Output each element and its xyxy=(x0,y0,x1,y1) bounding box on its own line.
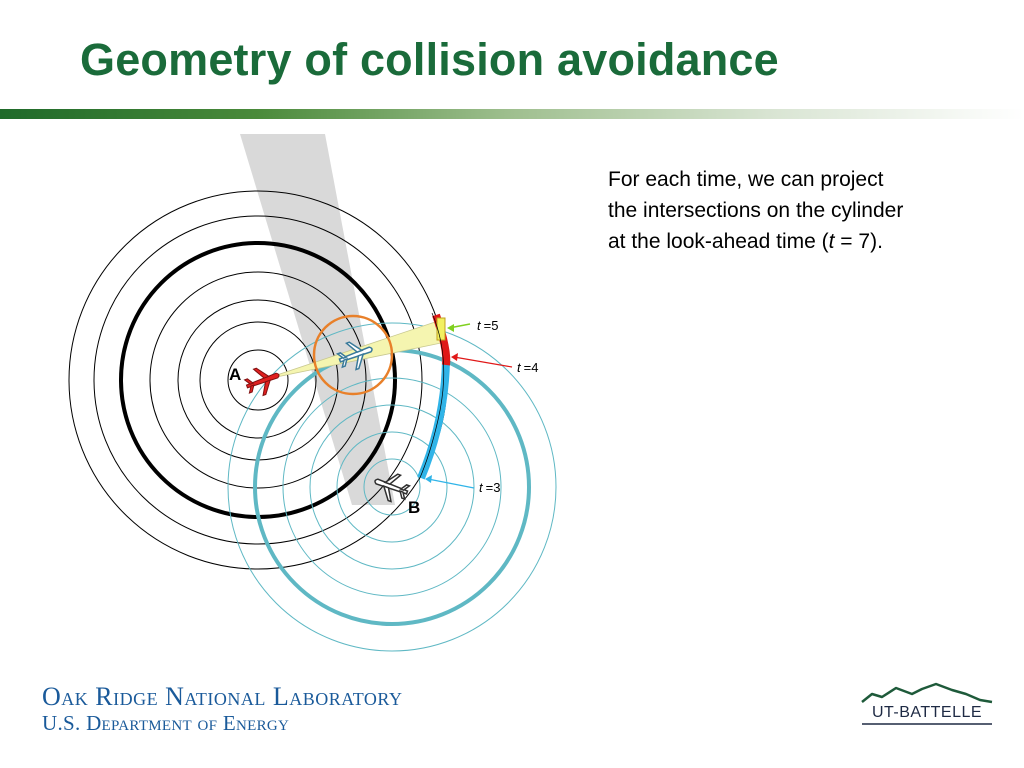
ut-battelle-logo-icon xyxy=(861,682,993,725)
ut-battelle-logo-text: UT-BATTELLE xyxy=(871,704,983,721)
aircraft-a-icon xyxy=(243,367,280,397)
org-name: Oak Ridge National Laboratory xyxy=(42,682,403,711)
department-name: U.S. Department of Energy xyxy=(42,711,290,735)
t4-arrowhead xyxy=(451,353,458,361)
safe-intersection-arc xyxy=(417,359,450,480)
t3-arrowhead xyxy=(425,475,432,483)
explanation-text: For each time, we can project the inters… xyxy=(608,168,904,253)
annotation-t3: t=3 xyxy=(479,480,500,495)
t5-marker xyxy=(436,317,446,341)
t4-pointer xyxy=(453,356,513,368)
t5-arrowhead xyxy=(447,324,454,332)
annotation-t5: t=5 xyxy=(477,318,498,333)
footer-organization: Oak Ridge National Laboratory U.S. Depar… xyxy=(42,684,402,736)
slide-title: Geometry of collision avoidance xyxy=(80,34,779,85)
projected-aircraft-icon xyxy=(335,341,373,371)
flight-path-shadow xyxy=(240,134,395,505)
arc-border xyxy=(418,312,445,481)
t3-pointer xyxy=(427,478,475,489)
annotation-t4: t=4 xyxy=(517,360,538,375)
aircraft-b-label: B xyxy=(408,498,420,517)
aircraft-b-icon xyxy=(374,473,412,503)
conflict-circle xyxy=(312,314,394,396)
aircraft-a-label: A xyxy=(229,365,241,384)
title-divider xyxy=(0,109,1024,119)
